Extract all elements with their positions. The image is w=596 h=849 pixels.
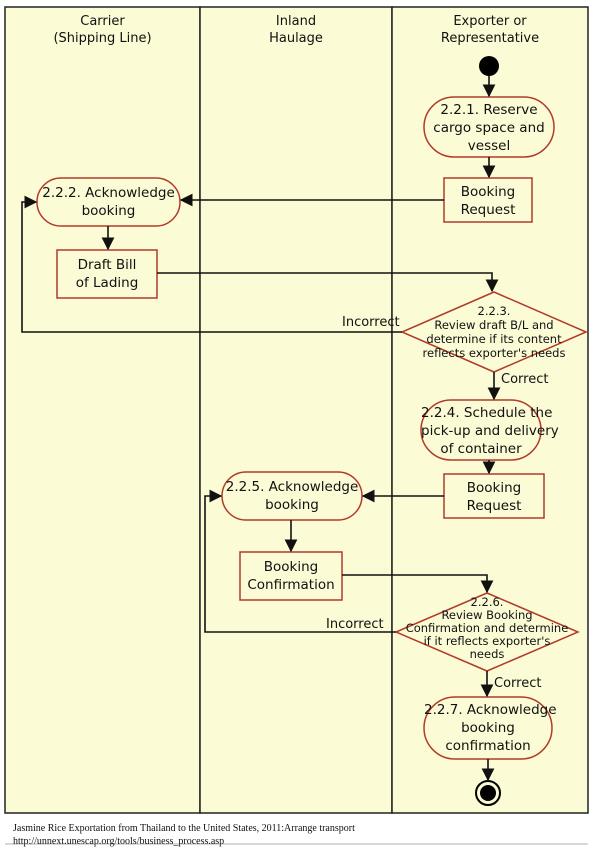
flow-draft-223 (157, 272, 499, 293)
node-text-line: Review Booking (441, 608, 533, 622)
node-text-line: needs (469, 647, 505, 661)
guard-correct-1: Correct (501, 372, 549, 387)
node-text-line: pick-up and delivery (421, 423, 559, 439)
booking-confirmation-box (239, 551, 343, 601)
node-text-line: cargo space and (433, 120, 545, 136)
node-text-line: Draft Bill (77, 257, 137, 273)
node-text-line: 2.2.2. Acknowledge (42, 185, 175, 201)
lane-header-line: Exporter or (453, 14, 527, 29)
node-text-line: Booking (466, 480, 522, 496)
decision-2-2-6-label: 2.2.6. Review Booking Confirmation and d… (397, 596, 577, 661)
lane-header-exporter: Exporter or Representative (392, 13, 588, 47)
node-text-line: 2.2.6. (470, 595, 504, 609)
decision-2-2-3-label: 2.2.3. Review draft B/L and determine if… (404, 304, 584, 360)
node-text-line: 2.2.5. Acknowledge (225, 479, 359, 495)
node-text-line: Booking (263, 559, 319, 575)
lane-header-carrier: Carrier (Shipping Line) (5, 13, 200, 47)
guard-correct-2: Correct (494, 676, 542, 691)
lane-carrier (4, 6, 201, 814)
lane-header-line: Haulage (269, 31, 323, 46)
lane-header-line: Carrier (80, 14, 125, 29)
start-node (479, 56, 499, 76)
node-text-line: Confirmation and determine (405, 621, 569, 635)
node-text-line: booking (265, 497, 319, 513)
node-text-line: Request (466, 498, 522, 514)
lane-header-line: Representative (440, 31, 540, 46)
node-text-line: 2.2.7. Acknowledge (424, 702, 557, 718)
node-text-line: 2.2.3. (477, 304, 511, 318)
node-text-line: of Lading (75, 275, 139, 291)
node-text-line: if it reflects exporter's (423, 634, 551, 648)
caption-title: Jasmine Rice Exportation from Thailand t… (13, 823, 355, 834)
node-text-line: Confirmation (247, 577, 335, 593)
node-text-line: determine if its content (426, 332, 562, 346)
node-text-line: of container (440, 441, 522, 457)
node-text-line: 2.2.1. Reserve (440, 102, 538, 118)
lane-header-inland: Inland Haulage (200, 13, 392, 47)
booking-request-2-label: Booking Request (444, 479, 544, 515)
lane-header-line: (Shipping Line) (53, 31, 152, 46)
end-node (475, 780, 501, 806)
node-text-line: vessel (467, 138, 511, 154)
action-2-2-2-label: 2.2.2. Acknowledge booking (37, 184, 180, 220)
action-2-2-4 (420, 399, 542, 461)
node-text-line: reflects exporter's needs (422, 346, 566, 360)
node-text-line: Request (460, 202, 516, 218)
draft-bl-label: Draft Bill of Lading (57, 256, 157, 292)
flows (21, 76, 501, 782)
action-2-2-5-label: 2.2.5. Acknowledge booking (222, 478, 362, 514)
guard-incorrect-1: Incorrect (342, 315, 400, 330)
node-text-line: Review draft B/L and (434, 318, 554, 332)
node-text-line: confirmation (445, 738, 531, 754)
caption-source: http://unnext.unescap.org/tools/business… (13, 836, 225, 847)
flow-confirmation-226 (342, 574, 494, 594)
flow-incorrect-1 (21, 195, 402, 333)
booking-request-1-label: Booking Request (444, 183, 532, 219)
booking-confirmation-label: Booking Confirmation (240, 558, 342, 594)
lane-header-line: Inland (275, 14, 317, 29)
action-2-2-1-label: 2.2.1. Reserve cargo space and vessel (424, 101, 554, 155)
lane-inland-haulage (199, 6, 393, 814)
guard-incorrect-2: Incorrect (326, 617, 384, 632)
figure-caption: Jasmine Rice Exportation from Thailand t… (13, 822, 355, 848)
action-2-2-4-label: 2.2.4. Schedule the pick-up and delivery… (421, 404, 559, 458)
flow-incorrect-2 (204, 489, 396, 633)
node-text-line: Booking (460, 184, 516, 200)
node-text-line: 2.2.4. Schedule the (421, 405, 553, 421)
node-text-line: booking (81, 203, 136, 219)
node-text-line: booking (461, 720, 515, 736)
action-2-2-7-label: 2.2.7. Acknowledge booking confirmation (424, 701, 557, 755)
